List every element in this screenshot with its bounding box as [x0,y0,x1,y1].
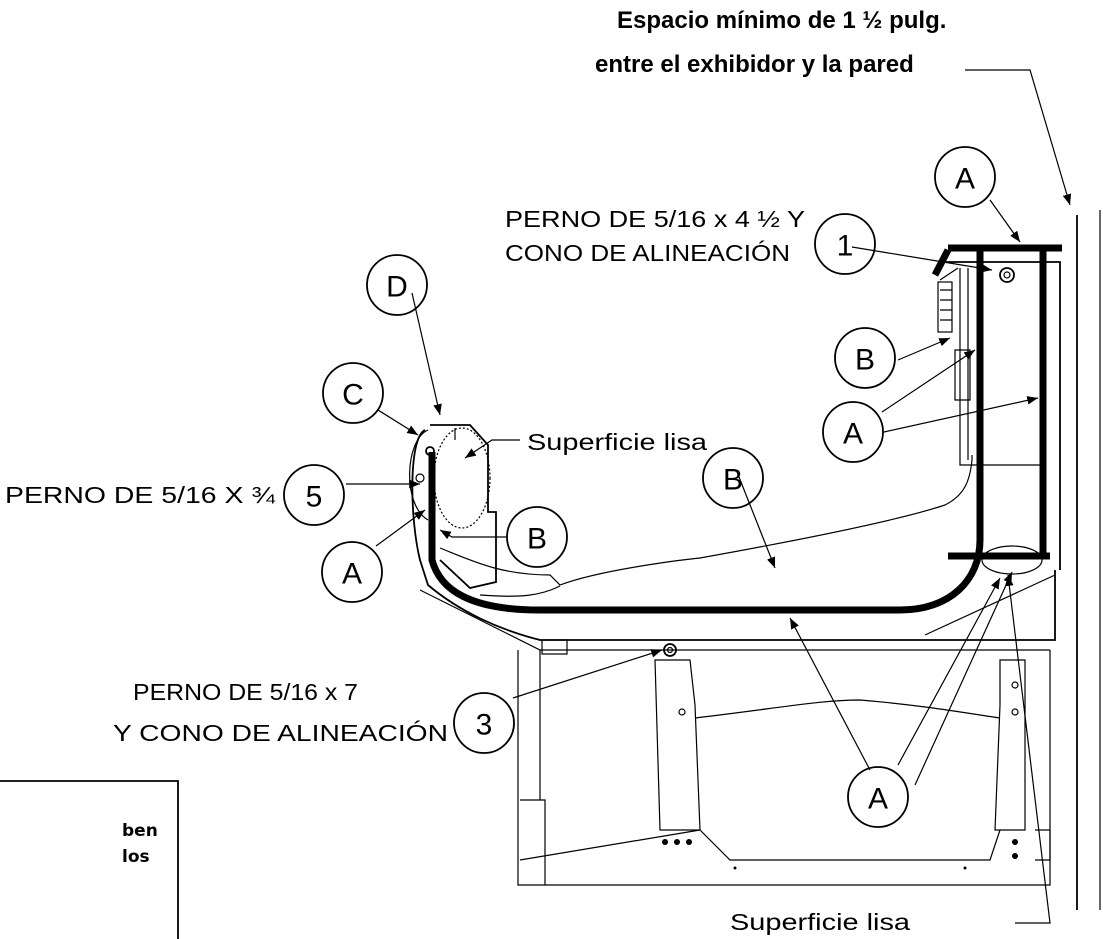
trim-left-and-bottom [428,248,984,614]
perno1-label-line1: PERNO DE 5/16 x 4 ½ Y [505,206,805,232]
callout-D: D [366,254,428,316]
display-case-outline [409,210,1101,910]
perno5-label: PERNO DE 5/16 X ¾ [5,482,276,508]
svg-text:3: 3 [476,709,493,742]
thick-trim-lines [428,244,1062,614]
svg-text:B: B [723,464,743,497]
callout-A-bottom: A [847,766,909,828]
note-box-line2: los [122,847,150,867]
callout-3: 3 [453,692,515,754]
callout-A-top: A [934,146,996,208]
svg-text:5: 5 [306,481,323,514]
callout-1: 1 [814,213,876,275]
svg-text:D: D [386,271,408,304]
superficie-lisa-bottom: Superficie lisa [730,909,910,935]
callout-C: C [322,362,384,424]
leader-lines [346,69,1072,924]
svg-text:B: B [855,344,875,377]
callout-B-right: B [834,327,896,389]
callout-B-left: B [506,506,568,568]
callout-5: 5 [283,464,345,526]
superficie-lisa-top: Superficie lisa [527,429,707,455]
clearance-note-line2: entre el exhibidor y la pared [595,51,914,78]
perno3-label-line2: Y CONO DE ALINEACIÓN [113,720,448,746]
perno1-label-line2: CONO DE ALINEACIÓN [505,240,790,266]
trim-top-left-diag [931,248,952,277]
svg-text:1: 1 [837,230,854,263]
svg-text:A: A [868,783,888,816]
svg-text:B: B [527,523,547,556]
note-box: ben los [0,780,179,939]
note-box-line1: ben [122,821,158,841]
callout-A-left: A [321,541,383,603]
perno3-label-line1: PERNO DE 5/16 x 7 [133,679,358,705]
callout-B-center: B [702,447,764,509]
callout-A-right: A [822,401,884,463]
clearance-note-line1: Espacio mínimo de 1 ½ pulg. [617,7,946,34]
svg-text:A: A [955,163,975,196]
svg-text:C: C [342,379,364,412]
svg-text:A: A [342,558,362,591]
svg-text:A: A [843,418,863,451]
